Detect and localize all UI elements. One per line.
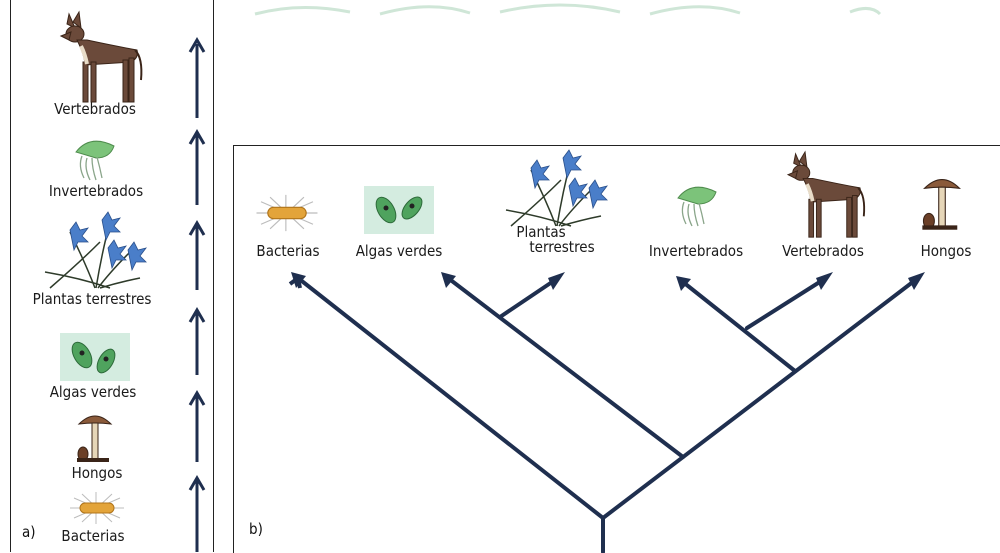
dog-icon <box>778 150 870 240</box>
jellyfish-icon <box>672 182 722 227</box>
branch-bacterias <box>298 278 603 518</box>
arrowhead <box>908 272 925 290</box>
algae-icon <box>360 186 438 234</box>
label-b-hongos: Hongos <box>921 242 972 260</box>
mushroom-icon <box>920 173 964 233</box>
label-b-terrestres: terrestres <box>529 240 594 255</box>
label-b-invertebrados: Invertebrados <box>649 242 743 260</box>
arrowhead <box>548 272 565 290</box>
branch-algas <box>448 278 683 457</box>
branch-vertebrados <box>747 278 826 328</box>
label-b-vertebrados: Vertebrados <box>782 242 864 260</box>
flowers-icon <box>500 150 612 228</box>
branch-plantas <box>500 278 558 317</box>
bacteria-icon <box>252 192 322 234</box>
label-b-bacterias: Bacterias <box>256 242 319 260</box>
branch-animal <box>683 282 795 371</box>
arrowhead <box>816 272 833 290</box>
branch-right <box>603 278 918 518</box>
label-b-algas-verdes: Algas verdes <box>356 242 443 260</box>
